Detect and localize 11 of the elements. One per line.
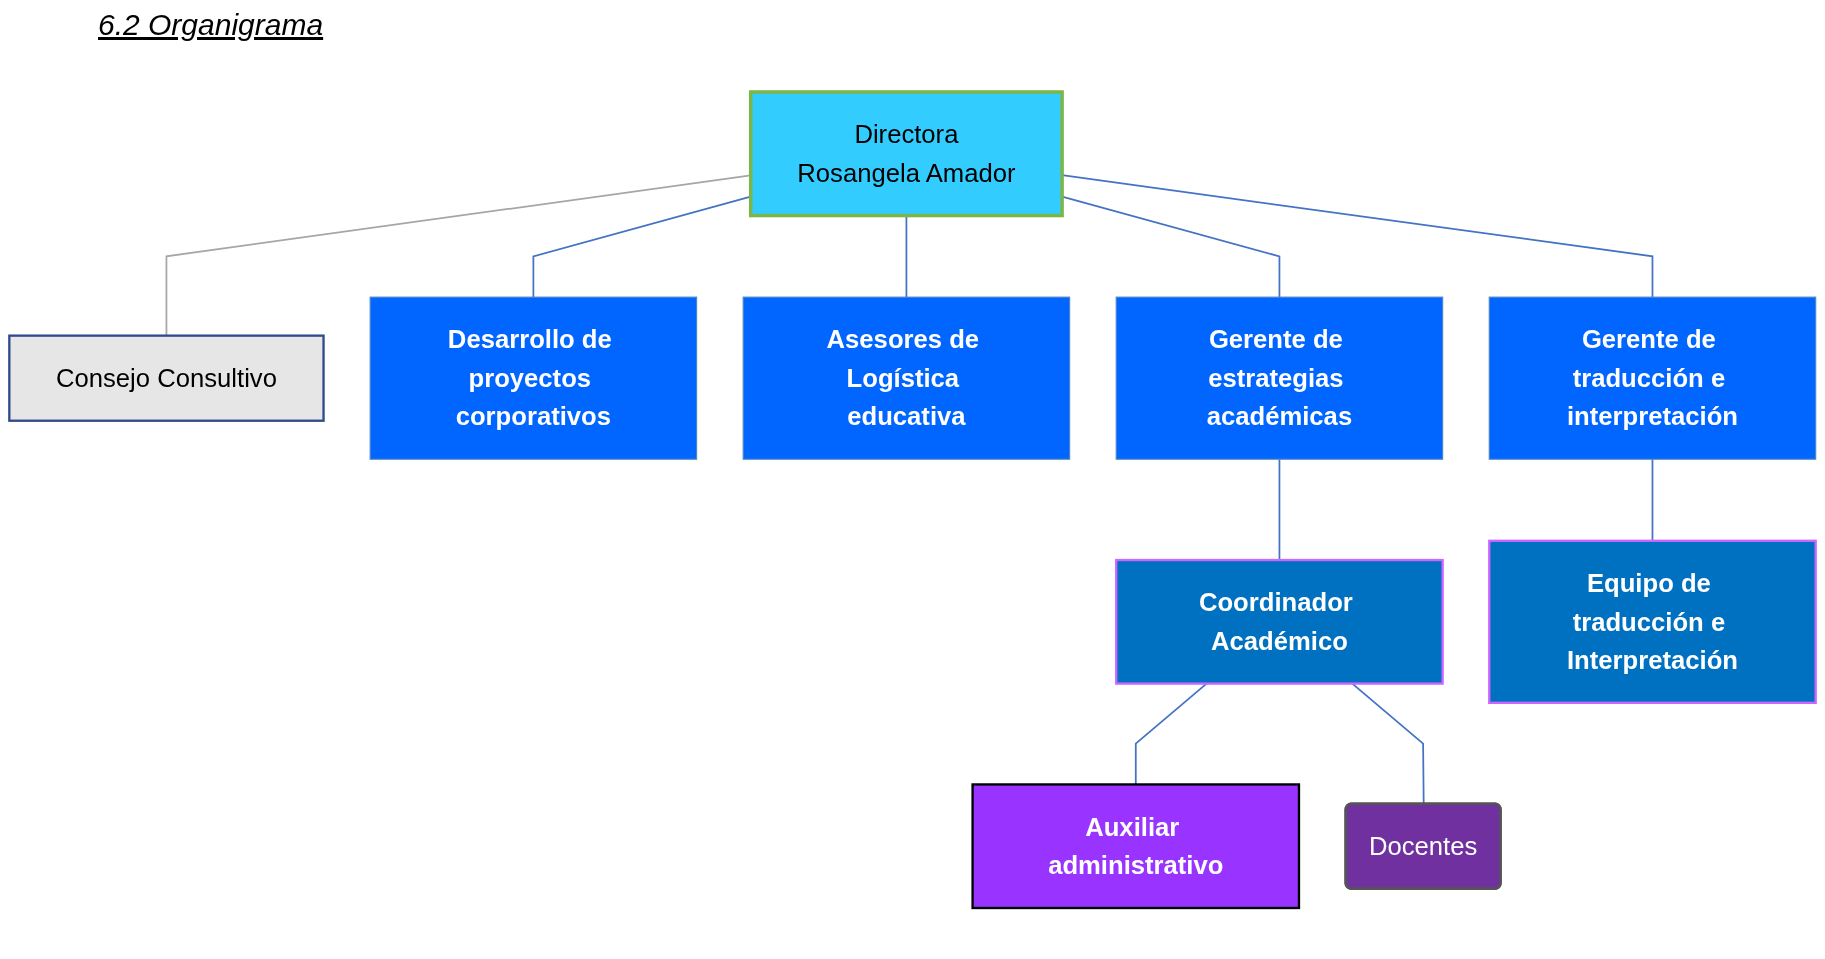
node-box: Auxiliar administrativo xyxy=(971,783,1301,910)
node-box: Gerente de traducción e interpretación xyxy=(1488,296,1817,460)
node-box: Coordinador Académico xyxy=(1115,558,1444,685)
node-box: Consejo Consultivo xyxy=(8,334,325,422)
node-box: Desarrollo de proyectos corporativos xyxy=(369,296,698,460)
connector xyxy=(1278,458,1281,561)
diagram-title: 6.2 Organigrama xyxy=(98,8,324,42)
node-box: Equipo de traducción e Interpretación xyxy=(1488,539,1817,704)
node-box: Gerente de estrategias académicas xyxy=(1115,296,1444,460)
node-box: Asesores de Logística educativa xyxy=(742,296,1071,460)
node-box: Directora Rosangela Amador xyxy=(748,90,1064,218)
